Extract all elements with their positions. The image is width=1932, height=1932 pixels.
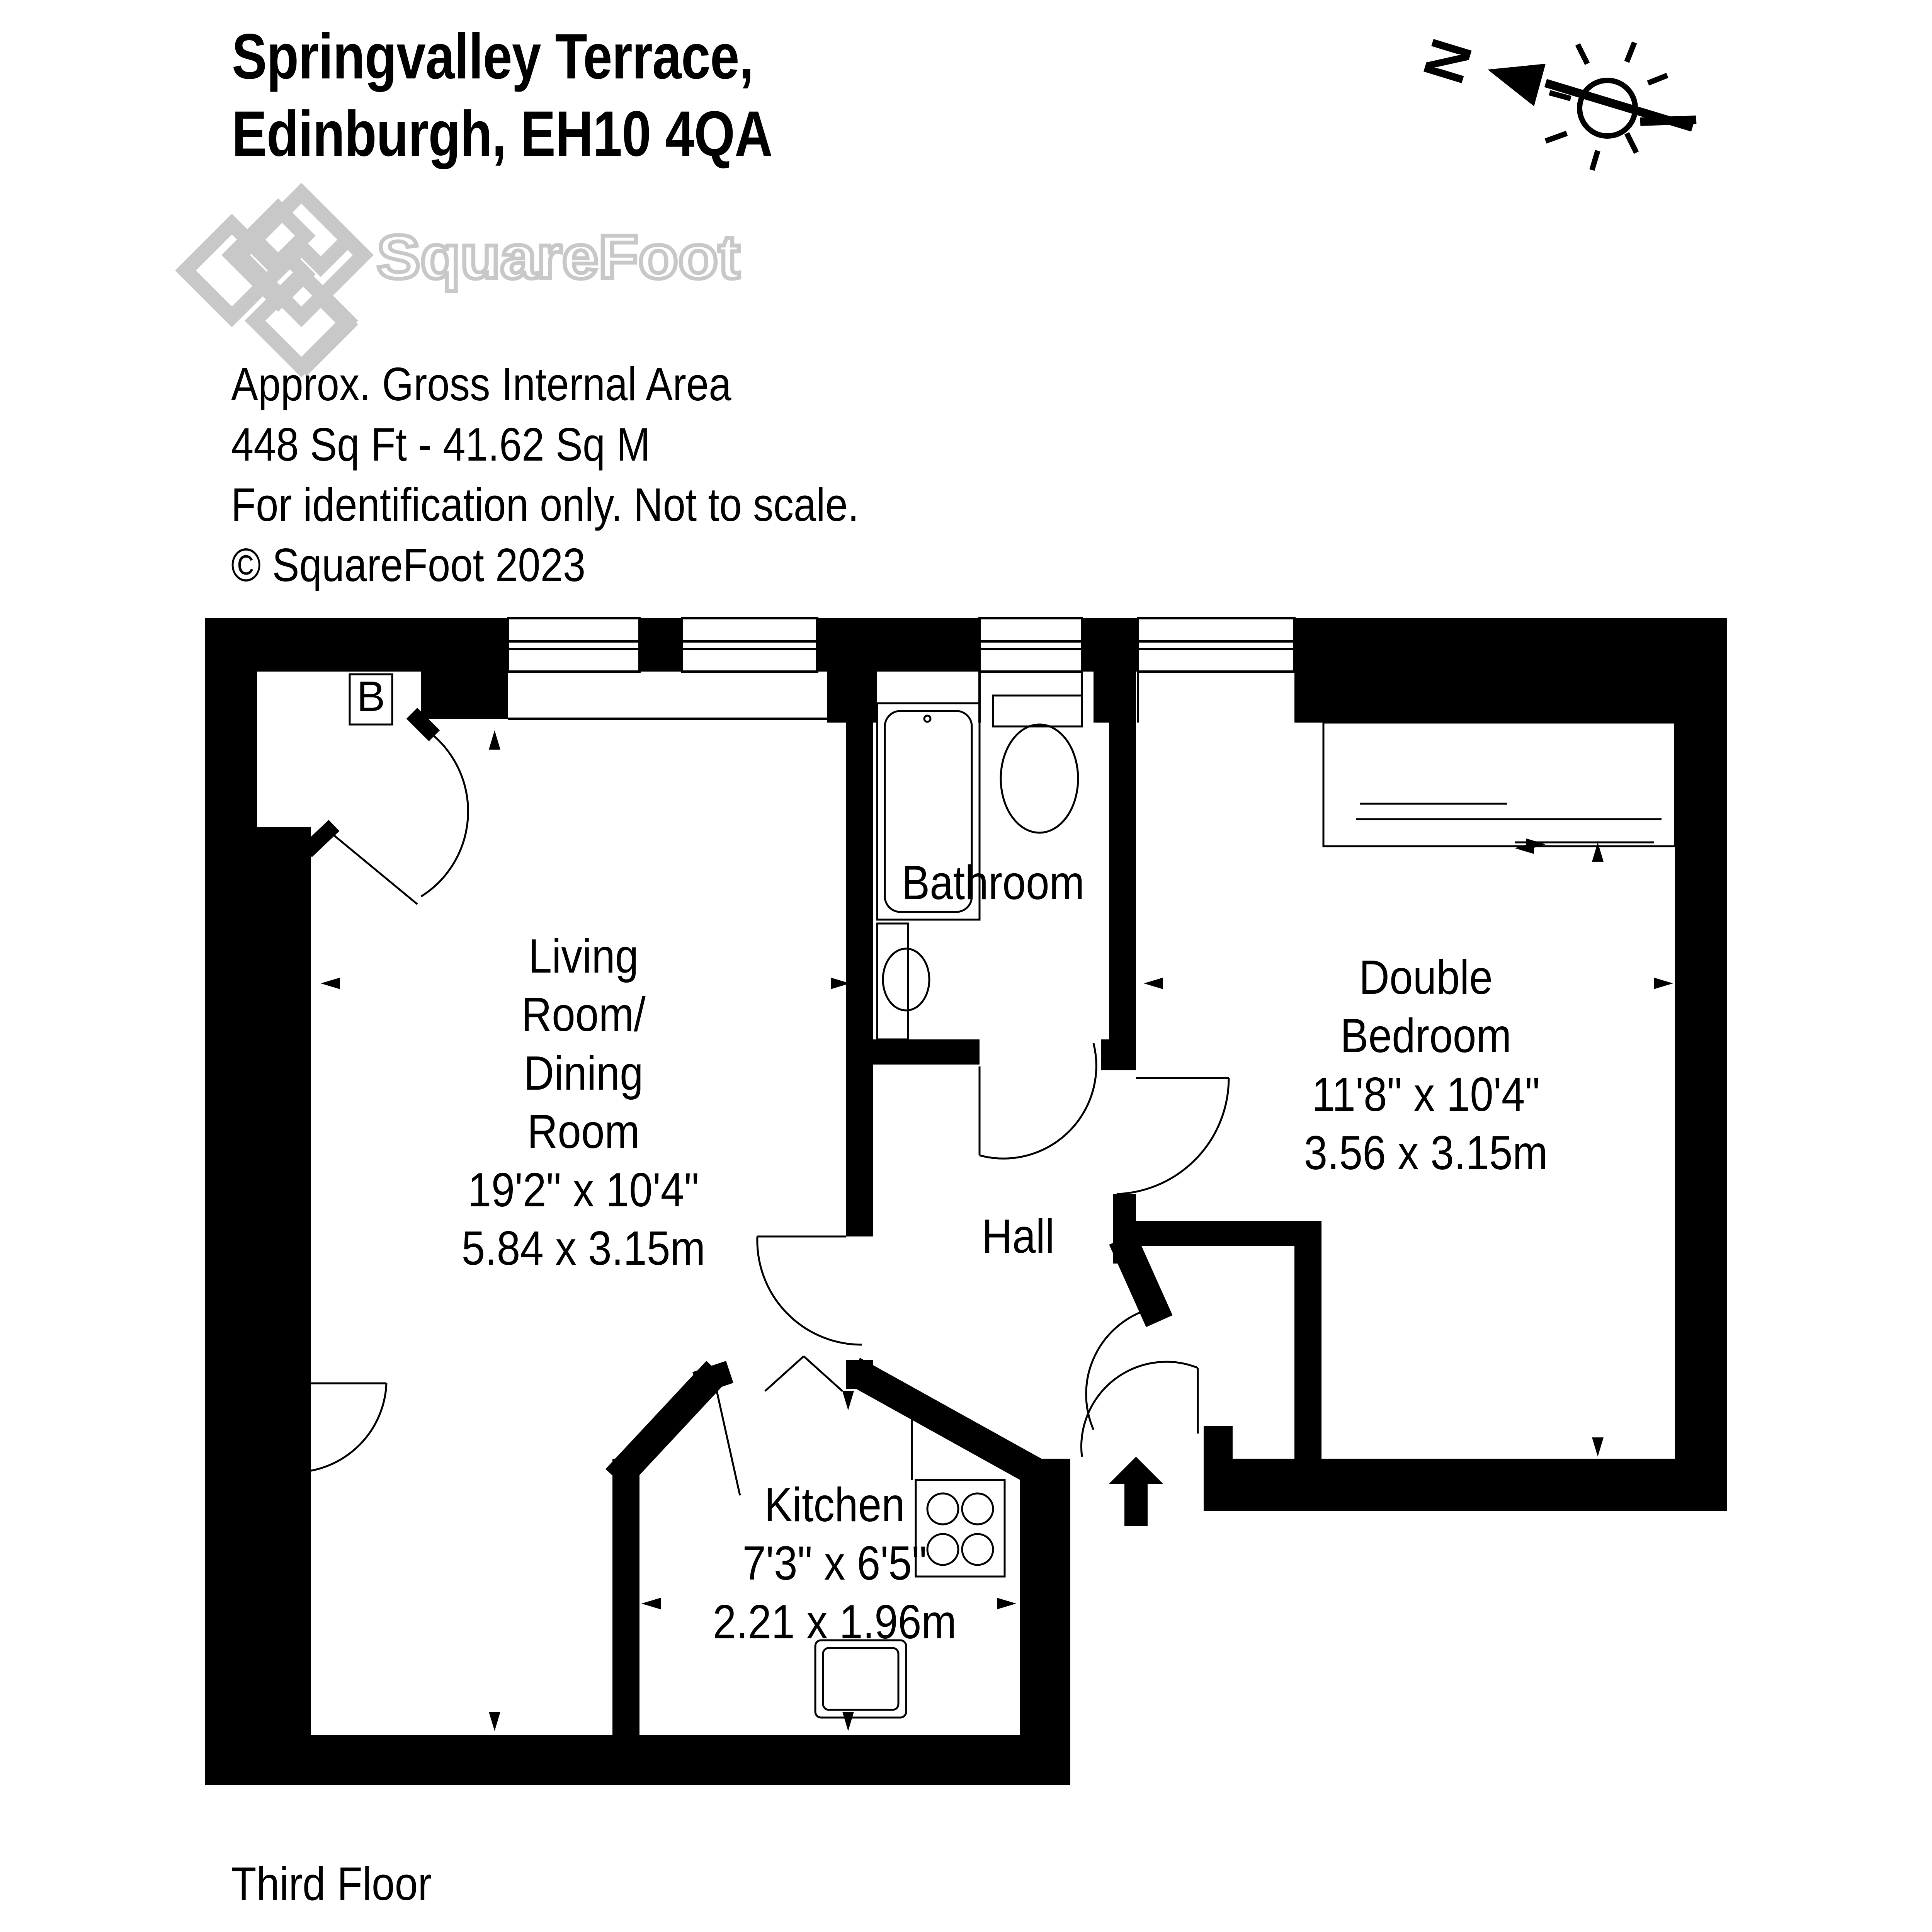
living-room-name-1: Living <box>528 930 639 983</box>
hall-name: Hall <box>982 1210 1054 1263</box>
living-room-name-4: Room <box>527 1105 640 1158</box>
address-line-1: Springvalley Terrace, <box>232 21 754 92</box>
kitchen-imperial: 7'3" x 6'5" <box>742 1537 927 1590</box>
bedroom-imperial: 11'8" x 10'4" <box>1311 1068 1540 1121</box>
boiler-label: B <box>357 673 385 720</box>
living-room-label: Living Room/ Dining Room 19'2" x 10'4" 5… <box>462 927 706 1278</box>
north-arrow-icon: N <box>1410 32 1694 132</box>
kitchen-name: Kitchen <box>764 1478 905 1532</box>
bathroom-label: Bathroom <box>901 854 1084 912</box>
bedroom-name-1: Double <box>1359 951 1493 1004</box>
bathroom-name: Bathroom <box>901 856 1085 910</box>
walls <box>205 618 1727 1785</box>
living-room-name-2: Room/ <box>521 988 646 1042</box>
area-heading: Approx. Gross Internal Area <box>231 358 731 410</box>
logo-text: SquareFoot <box>377 222 740 291</box>
address-line-2: Edinburgh, EH10 4QA <box>232 98 773 170</box>
copyright: © SquareFoot 2023 <box>231 539 586 591</box>
squarefoot-diamond-logo-icon <box>175 183 374 378</box>
bedroom-name-2: Bedroom <box>1340 1009 1512 1063</box>
kitchen-metric: 2.21 x 1.96m <box>713 1595 957 1649</box>
hall-label: Hall <box>982 1208 1054 1266</box>
area-value: 448 Sq Ft - 41.62 Sq M <box>231 418 650 471</box>
disclaimer: For identification only. Not to scale. <box>231 478 859 531</box>
windows <box>507 617 1296 723</box>
doors <box>258 673 1230 1496</box>
floor-label: Third Floor <box>231 1857 432 1910</box>
north-label: N <box>1410 32 1485 91</box>
living-room-imperial: 19'2" x 10'4" <box>468 1163 699 1217</box>
sun-compass-icon <box>1544 41 1697 171</box>
kitchen-label: Kitchen 7'3" x 6'5" 2.21 x 1.96m <box>713 1476 957 1651</box>
living-room-name-3: Dining <box>524 1046 643 1100</box>
bedroom-metric: 3.56 x 3.15m <box>1304 1126 1548 1180</box>
bedroom-label: Double Bedroom 11'8" x 10'4" 3.56 x 3.15… <box>1304 949 1548 1182</box>
diagonal-walls <box>301 707 1173 1494</box>
entrance-arrow-icon <box>1109 1457 1163 1526</box>
living-room-metric: 5.84 x 3.15m <box>461 1222 706 1276</box>
